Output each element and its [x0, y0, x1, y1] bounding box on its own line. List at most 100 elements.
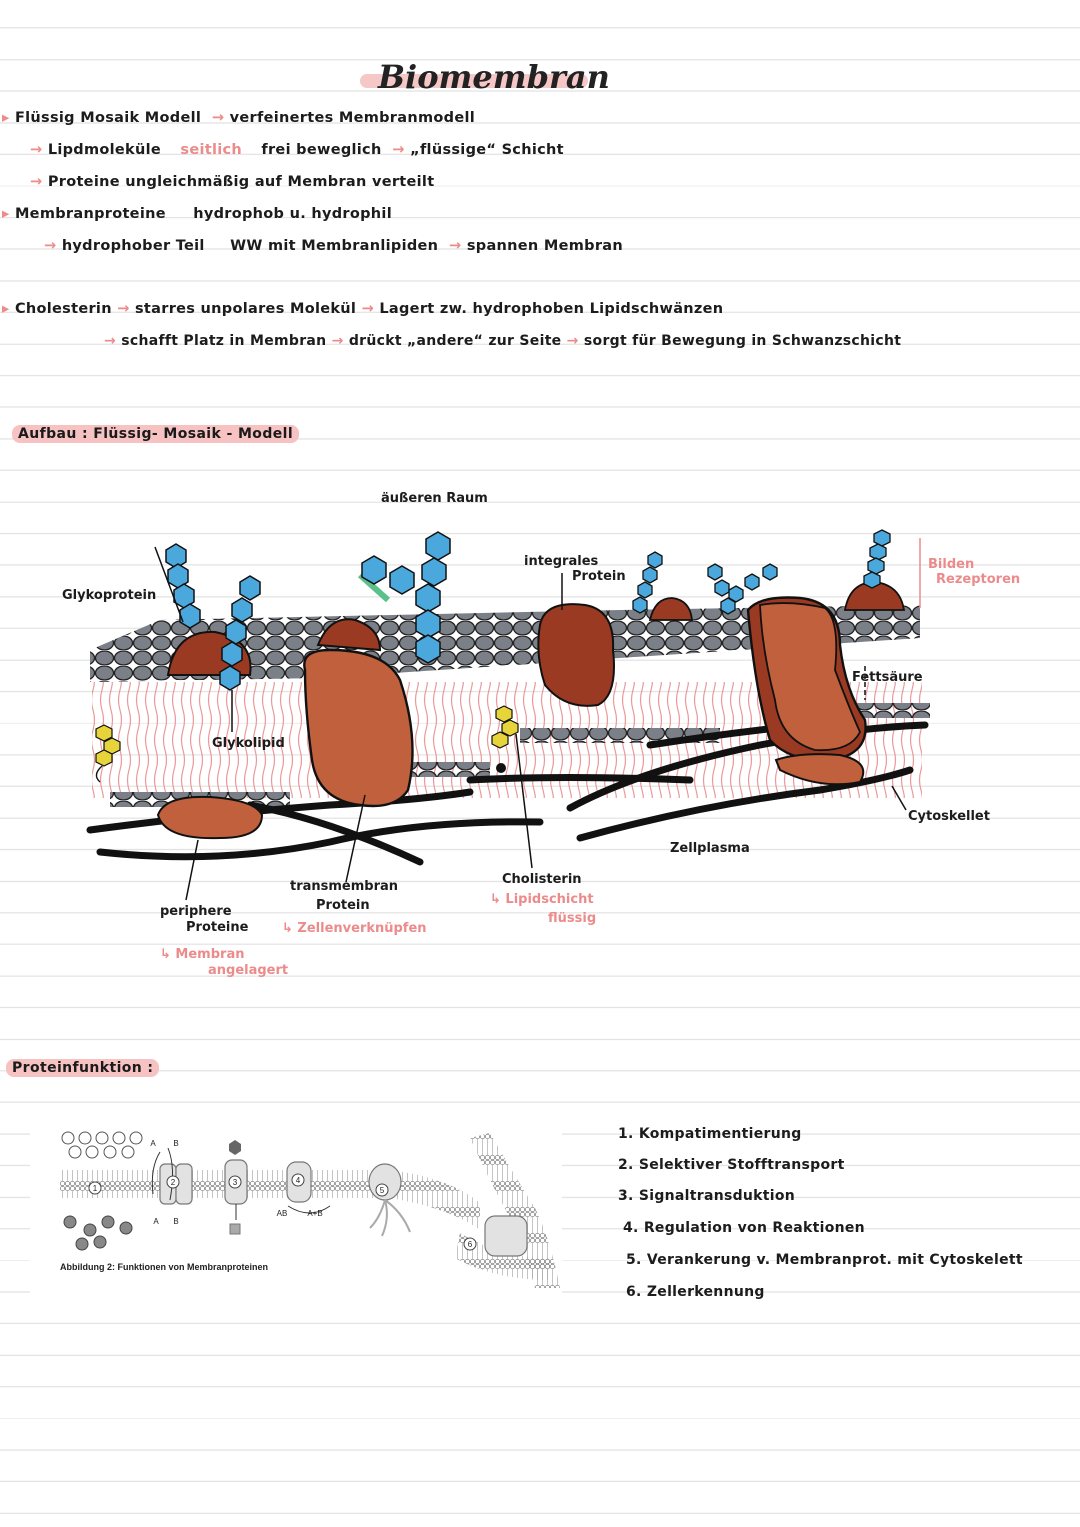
note-line-5: → hydrophober Teil WW mit Membranlipiden… [44, 238, 623, 254]
cholesterol-right [491, 705, 533, 869]
figure-label-b2: B [173, 1217, 178, 1226]
note-hydrophob-hydrophil: hydrophob u. hydrophil [193, 206, 392, 222]
note-line-2: → Lipdmoleküle seitlich frei beweglich →… [30, 142, 564, 158]
protein-function-figure: 1 2 3 4 5 6 A B A B AB A+B [60, 1131, 560, 1288]
pointer-lines [185, 573, 907, 901]
arrow-icon: → [443, 238, 462, 254]
label-membran-text: Membran [175, 947, 245, 962]
figure-label-ab: AB [277, 1209, 288, 1218]
figure-num-2: 2 [171, 1178, 176, 1187]
note-ww-membranlipiden: WW mit Membranlipiden [230, 238, 439, 254]
label-lipidschicht-text: Lipidschicht [505, 892, 594, 907]
glycoprotein-left [154, 543, 261, 732]
note-frei-beweglich: frei beweglich [261, 142, 382, 158]
label-glykoprotein: Glykoprotein [62, 588, 157, 603]
label-lipidschicht: ↳ Lipidschicht [490, 892, 594, 907]
label-membran: ↳ Membran [160, 947, 245, 962]
arrow-icon: → [386, 142, 405, 158]
label-bilden: Bilden [928, 557, 975, 572]
peripheral-protein [156, 795, 264, 840]
arrow-icon: → [361, 301, 375, 317]
arrow-icon: → [30, 174, 43, 190]
note-lagert-zw: Lagert zw. hydrophoben Lipidschwänzen [379, 301, 724, 317]
glycolipids-right [632, 551, 778, 621]
figure-num-6: 6 [468, 1240, 473, 1249]
label-cytoskellet: Cytoskellet [908, 809, 990, 824]
arrow-icon: → [566, 333, 579, 349]
note-line-7: → schafft Platz in Membran → drückt „and… [104, 333, 901, 349]
label-zellenverknupfen: ↳ Zellenverknüpfen [282, 921, 427, 936]
note-line-3: → Proteine ungleichmäßig auf Membran ver… [30, 174, 434, 190]
note-starres-molekul: starres unpolares Molekül [135, 301, 357, 317]
integral-protein [537, 603, 615, 707]
function-item-5: 5. Verankerung v. Membranprot. mit Cytos… [626, 1252, 1023, 1268]
note-cholesterin: Cholesterin [14, 301, 112, 317]
figure-caption: Abbildung 2: Funktionen von Membranprote… [60, 1262, 268, 1272]
note-verfeinert: verfeinertes Membranmodell [229, 110, 475, 126]
transmembrane-protein-right [746, 596, 867, 786]
section-aufbau-label: Aufbau : Flüssig- Mosaik - Modell [12, 425, 300, 443]
note-membranproteine: Membranproteine [14, 206, 166, 222]
transmembrane-protein [303, 648, 414, 808]
label-glykolipid: Glykolipid [212, 736, 285, 751]
note-druckt-andere: drückt „andere“ zur Seite [348, 333, 562, 349]
note-spannen-membran: spannen Membran [466, 238, 623, 254]
section-proteinfunktion-heading: Proteinfunktion : [6, 1059, 160, 1077]
note-flussige-schicht: „flüssige“ Schicht [410, 142, 564, 158]
note-sorgt-bewegung: sorgt für Bewegung in Schwanzschicht [583, 333, 902, 349]
note-line-6: ▸ Cholesterin → starres unpolares Molekü… [2, 301, 723, 317]
label-zellplasma: Zellplasma [670, 841, 750, 856]
function-item-2: 2. Selektiver Stofftransport [618, 1157, 845, 1173]
note-hydrophober-teil: hydrophober Teil [61, 238, 205, 254]
label-flussig: flüssig [548, 911, 597, 926]
arrow-icon: → [206, 110, 225, 126]
figure-label-b1: B [173, 1139, 178, 1148]
figure-num-5: 5 [380, 1186, 385, 1195]
label-integrales: integrales [524, 554, 599, 569]
membrane-diagram [86, 529, 930, 901]
function-item-1: 1. Kompatimentierung [618, 1126, 802, 1142]
function-item-6: 6. Zellerkennung [626, 1284, 765, 1300]
bullet-arrow-icon: ▸ [2, 206, 10, 222]
arrow-icon: → [30, 142, 43, 158]
arrow-icon: → [331, 333, 344, 349]
label-fettsaeure: Fettsäure [852, 670, 923, 685]
note-line-1: ▸ Flüssig Mosaik Modell → verfeinertes M… [2, 110, 475, 126]
note-line-4: ▸ Membranproteine hydrophob u. hydrophil [2, 206, 392, 222]
note-schafft-platz: schafft Platz in Membran [121, 333, 327, 349]
figure-label-a2: A [153, 1217, 159, 1226]
label-angelagert: angelagert [208, 963, 289, 978]
label-periphere: periphere [160, 904, 232, 919]
label-cholisterin: Cholisterin [502, 872, 582, 887]
label-zellenverknupfen-text: Zellenverknüpfen [297, 921, 427, 936]
function-item-3: 3. Signaltransduktion [618, 1188, 796, 1204]
label-rezeptoren: Rezeptoren [936, 572, 1021, 587]
cytoskeleton [86, 716, 929, 866]
note-flussig-mosaik: Flüssig Mosaik Modell [14, 110, 202, 126]
bullet-arrow-icon: ▸ [2, 110, 10, 126]
label-transmembran: transmembran [290, 879, 399, 894]
figure-label-a1: A [150, 1139, 156, 1148]
function-item-4: 4. Regulation von Reaktionen [623, 1220, 865, 1236]
arrow-icon: → [117, 301, 130, 317]
note-seitlich: seitlich [180, 142, 243, 158]
note-lipidmolekule: Lipdmoleküle [47, 142, 162, 158]
label-transmembran-protein: Protein [316, 898, 370, 913]
section-aufbau-heading: Aufbau : Flüssig- Mosaik - Modell [12, 425, 300, 443]
receptor-glycoprotein [843, 529, 921, 611]
bullet-arrow-icon: ▸ [2, 301, 10, 317]
page-title: Biomembran [378, 58, 610, 96]
section-proteinfunktion-label: Proteinfunktion : [6, 1059, 160, 1077]
cholesterol-left [95, 724, 121, 783]
figure-num-1: 1 [93, 1184, 98, 1193]
figure-label-apb: A+B [307, 1209, 322, 1218]
figure-num-4: 4 [296, 1176, 301, 1185]
title-highlight [360, 74, 588, 88]
note-proteine-verteilt: Proteine ungleichmäßig auf Membran verte… [47, 174, 435, 190]
label-outer-space: äußeren Raum [381, 491, 488, 506]
arrow-icon: → [104, 333, 117, 349]
label-periphere-proteine: Proteine [186, 920, 249, 935]
figure-num-3: 3 [233, 1178, 238, 1187]
glycolipid-center [316, 531, 451, 664]
arrow-icon: → [44, 238, 57, 254]
